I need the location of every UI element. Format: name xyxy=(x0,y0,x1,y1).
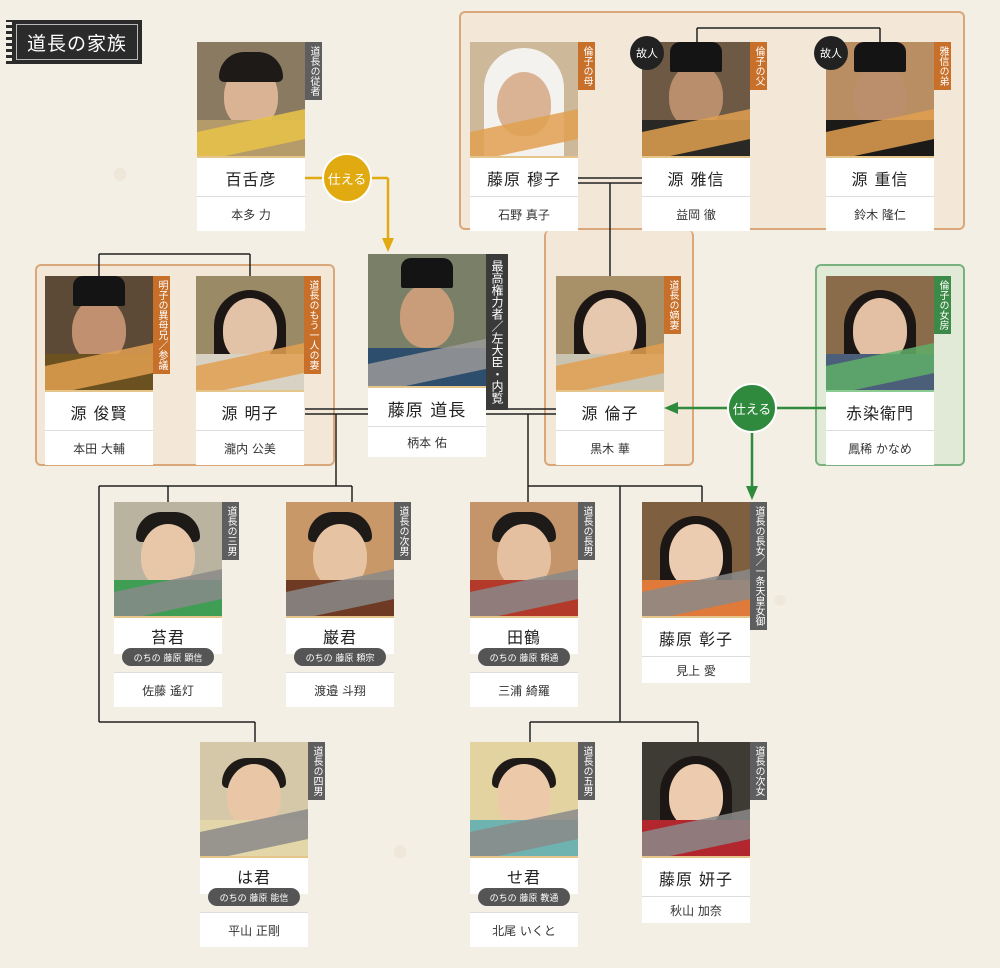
card-sekimi: 道長の五男 せ君 のちの 藤原 教通 北尾 いくと xyxy=(470,742,595,947)
role-label: 道長の長女／一条天皇女御 xyxy=(750,502,767,630)
actor-name: 鳳稀 かなめ xyxy=(826,430,934,465)
portrait xyxy=(196,276,304,390)
role-label: 最高権力者／左大臣・内覧 xyxy=(486,254,508,410)
portrait xyxy=(470,502,578,616)
serve-badge-momozehiko: 仕える xyxy=(322,153,372,203)
card-shigenobu: 故人 雅信の弟 源 重信 鈴木 隆仁 xyxy=(814,36,951,231)
role-label: 道長の長男 xyxy=(578,502,595,560)
person-name: 源 重信 xyxy=(826,156,934,198)
card-akazome: 倫子の女房 赤染衛門 鳳稀 かなめ xyxy=(826,276,951,465)
card-rinshi: 道長の嫡妻 源 倫子 黒木 華 xyxy=(556,276,681,465)
later-name-badge: のちの 藤原 頼宗 xyxy=(294,648,386,666)
page-title: 道長の家族 xyxy=(6,20,142,64)
card-kokimi: 道長の三男 苔君 のちの 藤原 顕信 佐藤 遙灯 xyxy=(114,502,239,707)
portrait xyxy=(45,276,153,390)
person-name: 藤原 穆子 xyxy=(470,156,578,198)
person-name: 赤染衛門 xyxy=(826,390,934,432)
person-name: 源 俊賢 xyxy=(45,390,153,432)
actor-name: 本多 力 xyxy=(197,196,305,231)
role-label: 倫子の母 xyxy=(578,42,595,90)
role-label: 道長の従者 xyxy=(305,42,322,100)
serve-badge-akazome: 仕える xyxy=(727,383,777,433)
actor-name: 瀧内 公美 xyxy=(196,430,304,465)
person-name: 百舌彦 xyxy=(197,156,305,198)
role-label: 雅信の弟 xyxy=(934,42,951,90)
portrait xyxy=(826,276,934,390)
actor-name: 本田 大輔 xyxy=(45,430,153,465)
portrait xyxy=(368,254,486,386)
portrait xyxy=(114,502,222,616)
deceased-badge: 故人 xyxy=(814,36,848,70)
card-toshikata: 明子の異母兄／参議 源 俊賢 本田 大輔 xyxy=(45,276,170,465)
actor-name: 平山 正剛 xyxy=(200,912,308,947)
card-hakimi: 道長の四男 は君 のちの 藤原 能信 平山 正剛 xyxy=(200,742,325,947)
actor-name: 秋山 加奈 xyxy=(642,896,750,923)
person-name: 苔君 xyxy=(114,616,222,654)
actor-name: 石野 真子 xyxy=(470,196,578,231)
card-momozehiko: 道長の従者 百舌彦 本多 力 xyxy=(197,42,322,231)
role-label: 道長の次女 xyxy=(750,742,767,800)
role-label: 倫子の父 xyxy=(750,42,767,90)
card-kenshi: 道長の次女 藤原 妍子 秋山 加奈 xyxy=(642,742,767,923)
portrait xyxy=(642,742,750,856)
actor-name: 北尾 いくと xyxy=(470,912,578,947)
portrait xyxy=(556,276,664,390)
actor-name: 益岡 徹 xyxy=(642,196,750,231)
role-label: 倫子の女房 xyxy=(934,276,951,334)
card-tazu: 道長の長男 田鶴 のちの 藤原 頼通 三浦 綺羅 xyxy=(470,502,595,707)
actor-name: 三浦 綺羅 xyxy=(470,672,578,707)
person-name: 源 明子 xyxy=(196,390,304,432)
later-name-badge: のちの 藤原 頼通 xyxy=(478,648,570,666)
card-masanobu: 故人 倫子の父 源 雅信 益岡 徹 xyxy=(630,36,767,231)
later-name-badge: のちの 藤原 能信 xyxy=(208,888,300,906)
role-label: 道長のもう一人の妻 xyxy=(304,276,321,374)
role-label: 道長の次男 xyxy=(394,502,411,560)
deceased-badge: 故人 xyxy=(630,36,664,70)
actor-name: 佐藤 遙灯 xyxy=(114,672,222,707)
portrait xyxy=(197,42,305,156)
portrait xyxy=(470,742,578,856)
portrait xyxy=(286,502,394,616)
role-label: 道長の五男 xyxy=(578,742,595,800)
card-michinaga: 最高権力者／左大臣・内覧 藤原 道長 柄本 佑 xyxy=(368,254,508,457)
card-akiko: 道長のもう一人の妻 源 明子 瀧内 公美 xyxy=(196,276,321,465)
person-name: 田鶴 xyxy=(470,616,578,654)
person-name: は君 xyxy=(200,856,308,894)
role-label: 明子の異母兄／参議 xyxy=(153,276,170,374)
person-name: せ君 xyxy=(470,856,578,894)
card-iwakimi: 道長の次男 巌君 のちの 藤原 頼宗 渡邉 斗翔 xyxy=(286,502,411,707)
card-mutsuko: 倫子の母 藤原 穆子 石野 真子 xyxy=(470,42,595,231)
person-name: 藤原 妍子 xyxy=(642,856,750,898)
actor-name: 柄本 佑 xyxy=(368,426,486,457)
actor-name: 黒木 華 xyxy=(556,430,664,465)
actor-name: 鈴木 隆仁 xyxy=(826,196,934,231)
role-label: 道長の三男 xyxy=(222,502,239,560)
role-label: 道長の四男 xyxy=(308,742,325,800)
person-name: 藤原 彰子 xyxy=(642,616,750,658)
person-name: 源 雅信 xyxy=(642,156,750,198)
portrait xyxy=(642,502,750,616)
later-name-badge: のちの 藤原 顕信 xyxy=(122,648,214,666)
later-name-badge: のちの 藤原 教通 xyxy=(478,888,570,906)
portrait xyxy=(470,42,578,156)
portrait xyxy=(200,742,308,856)
role-label: 道長の嫡妻 xyxy=(664,276,681,334)
person-name: 藤原 道長 xyxy=(368,386,486,428)
card-shoshi: 道長の長女／一条天皇女御 藤原 彰子 見上 愛 xyxy=(642,502,767,683)
person-name: 源 倫子 xyxy=(556,390,664,432)
actor-name: 渡邉 斗翔 xyxy=(286,672,394,707)
actor-name: 見上 愛 xyxy=(642,656,750,683)
person-name: 巌君 xyxy=(286,616,394,654)
